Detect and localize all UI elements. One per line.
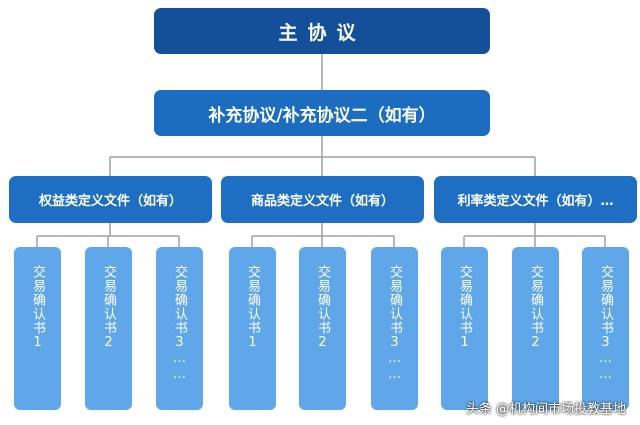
trade-confirmation-box: 交易确认书2	[299, 247, 346, 410]
trade-confirmation-label: 交易确认书2	[101, 265, 116, 351]
trade-confirmation-label: 交易确认书2	[315, 265, 330, 351]
category-box-interest-rate: 利率类定义文件（如有）…	[434, 176, 637, 223]
trade-confirmation-label: 交易确认书3……	[172, 265, 187, 383]
trade-confirmation-label: 交易确认书1	[457, 265, 472, 351]
category-box-equity: 权益类定义文件（如有）	[9, 176, 212, 223]
trade-confirmation-box: 交易确认书2	[85, 247, 132, 410]
trade-confirmation-box: 交易确认书3……	[156, 247, 203, 410]
trade-confirmation-box: 交易确认书1	[229, 247, 276, 410]
trade-confirmation-label: 交易确认书1	[245, 265, 260, 351]
category-label: 商品类定义文件（如有）	[250, 194, 394, 209]
watermark-text: 头条 @机构间市场投教基地	[465, 402, 626, 417]
trade-confirmation-box: 交易确认书3……	[582, 247, 629, 410]
trade-confirmation-box: 交易确认书3……	[371, 247, 418, 410]
trade-confirmation-box: 交易确认书1	[441, 247, 488, 410]
trade-confirmation-label: 交易确认书3……	[598, 265, 613, 383]
trade-confirmation-label: 交易确认书1	[30, 265, 45, 351]
trade-confirmation-label: 交易确认书2	[528, 265, 543, 351]
category-box-commodity: 商品类定义文件（如有）	[221, 176, 424, 223]
category-label: 权益类定义文件（如有）	[38, 194, 182, 209]
supplementary-agreement-label: 补充协议/补充协议二（如有）	[208, 105, 436, 126]
main-agreement-box: 主协议	[154, 8, 490, 54]
category-label: 利率类定义文件（如有）…	[457, 194, 614, 209]
trade-confirmation-label: 交易确认书3……	[387, 265, 402, 383]
supplementary-agreement-box: 补充协议/补充协议二（如有）	[154, 90, 490, 136]
trade-confirmation-box: 交易确认书1	[14, 247, 61, 410]
trade-confirmation-box: 交易确认书2	[512, 247, 559, 410]
main-agreement-label: 主协议	[278, 21, 366, 44]
